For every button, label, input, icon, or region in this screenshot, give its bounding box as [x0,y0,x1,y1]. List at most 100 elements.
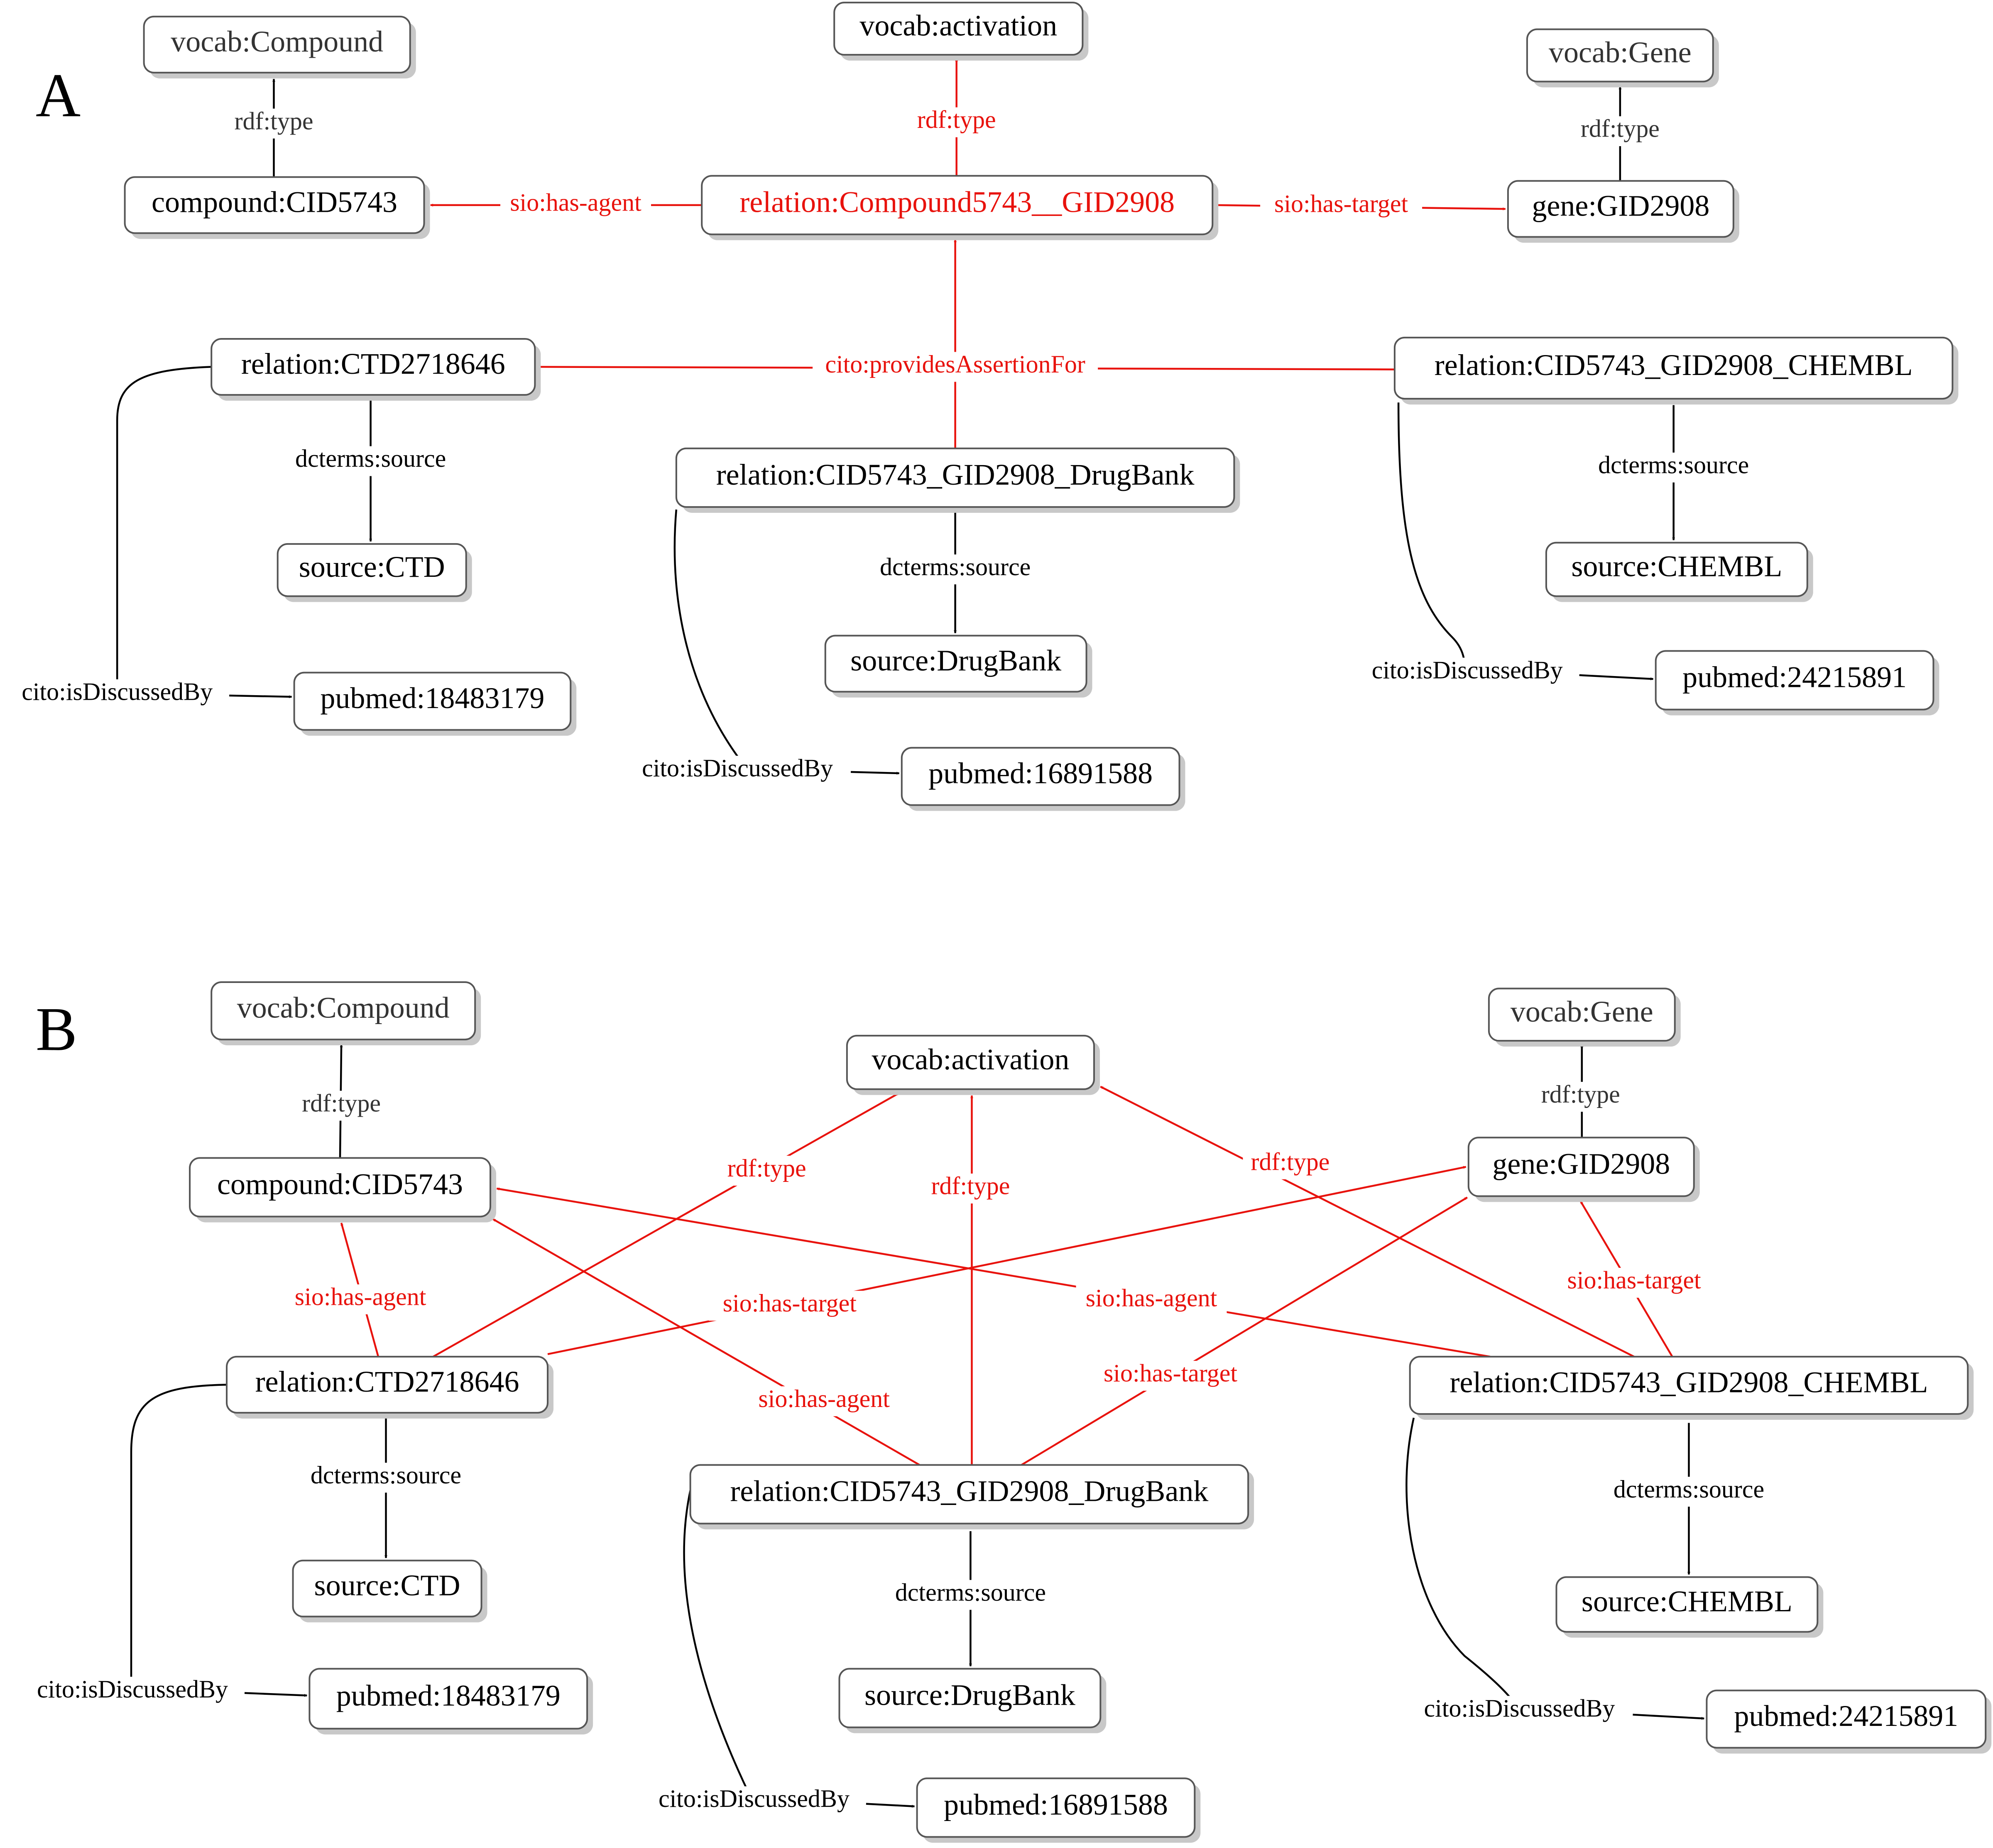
edge-curve [1397,402,1466,670]
node-box [189,1157,491,1218]
panel-b-label-b-disc-drugbank: cito:isDiscussedBy [659,1785,850,1812]
edge-label-bg [719,1156,814,1186]
panel-b-letter: B [36,995,77,1064]
panel-b-node-src-ctd: source:CTD [292,1559,487,1623]
edge-line [1021,1196,1468,1466]
panel-b-node-vocab-activation: vocab:activation [846,1034,1100,1095]
edge-label-bg [1243,1149,1338,1179]
node-box [1393,336,1954,400]
node-label: relation:CID5743_GID2908_DrugBank [716,458,1195,491]
panel-a-node-src-drugbank: source:DrugBank [824,635,1092,698]
panel-a-node-relation-main: relation:Compound5743__GID2908 [701,175,1219,240]
node-box [833,2,1084,56]
node-box [143,15,411,74]
panel-b-edge-b-disc-drugbank [683,1490,915,1808]
panel-letters: AB [36,61,81,1064]
edge-line [244,1692,307,1697]
node-label: vocab:Compound [171,25,383,58]
panel-b-node-src-chembl: source:CHEMBL [1555,1576,1824,1638]
node-label: source:CHEMBL [1582,1585,1792,1618]
edge-label-bg [500,190,651,220]
edge-label-bg [226,108,321,139]
node-box [211,981,476,1041]
panel-a-label-a-rdf-gene: rdf:type [1581,115,1660,142]
edge-curve [130,1384,227,1692]
panel-a-node-rel-ctd: relation:CTD2718646 [211,338,541,401]
panel-a-node-vocab-compound: vocab:Compound [143,15,416,78]
panel-a-label-a-src-ctd: dcterms:source [295,445,446,472]
panel-b-edge-b-disc-ctd [130,1384,307,1697]
panel-a-node-rel-chembl: relation:CID5743_GID2908_CHEMBL [1393,336,1959,405]
panel-b-label-b-disc-ctd: cito:isDiscussedBy [37,1675,228,1703]
edge-label-bg [294,1091,389,1121]
panel-b-label-b-target-drugbank: sio:has-target [1104,1360,1237,1387]
node-label: pubmed:24215891 [1734,1699,1958,1733]
edge-label-bg [813,352,1098,382]
edge-line [866,1803,915,1808]
node-box [1526,28,1714,83]
panel-b-edge-b-agent-drugbank [492,1218,920,1466]
node-label: relation:CID5743_GID2908_DrugBank [730,1475,1208,1508]
node-box [1488,988,1676,1042]
edge-label-bg [305,1463,467,1493]
edge-line [1100,1086,1635,1358]
panel-b-node-rel-ctd: relation:CTD2718646 [226,1355,554,1419]
panel-b-edge-b-target-drugbank [1021,1196,1468,1466]
edge-line [1579,674,1654,681]
edge-line [547,1166,1467,1355]
node-box [277,543,467,597]
edge-label-bg [909,107,1004,137]
panel-b-label-b-src-drugbank: dcterms:source [895,1578,1046,1606]
panel-a-node-rel-drugbank: relation:CID5743_GID2908_DrugBank [675,447,1240,513]
panel-b-node-compound: compound:CID5743 [189,1157,496,1223]
panel-a-edge-a-disc-ctd [116,366,292,699]
panel-a-label-a-disc-drugbank: cito:isDiscussedBy [642,755,833,782]
panel-b-label-b-disc-chembl: cito:isDiscussedBy [1424,1694,1615,1722]
node-box [916,1777,1196,1838]
edge-curve [1405,1417,1519,1711]
panel-a-label-a-provides: cito:providesAssertionFor [825,350,1085,378]
panel-b-node-pm-drugbank: pubmed:16891588 [916,1777,1201,1843]
panel-b-label-b-agent-chembl: sio:has-agent [1086,1284,1217,1312]
panel-b-node-pm-ctd: pubmed:18483179 [308,1668,593,1735]
node-box [124,176,425,234]
node-label: source:CTD [299,550,445,583]
node-label: pubmed:16891588 [944,1788,1168,1821]
panel-a-node-pm-drugbank: pubmed:16891588 [901,747,1185,811]
panel-b-label-b-rdf-ctd: rdf:type [727,1154,806,1182]
panel-a-label-a-src-chembl: dcterms:source [1598,451,1749,479]
panel-b-label-b-agent-drugbank: sio:has-agent [758,1385,890,1412]
node-box [1467,1137,1695,1197]
node-label: source:CHEMBL [1571,550,1782,583]
node-box [293,672,572,731]
node-label: compound:CID5743 [152,185,397,218]
panel-a-letter: A [36,61,81,130]
node-label: relation:Compound5743__GID2908 [739,185,1175,218]
node-label: vocab:Gene [1511,995,1653,1028]
edge-label-bg [749,1386,900,1417]
node-box [701,175,1214,235]
node-label: source:DrugBank [850,644,1061,677]
node-label: source:CTD [314,1569,460,1602]
edge-curve [116,366,212,694]
node-label: relation:CTD2718646 [241,347,505,380]
node-box [1655,650,1934,711]
node-box [226,1355,549,1414]
edge-label-bg [14,679,221,709]
panel-b-edge-b-rdf-chembl [1100,1086,1635,1358]
edge-label-bg [1592,452,1755,483]
panel-a-label-a-rdf-compound: rdf:type [235,107,313,135]
node-box [689,1464,1249,1524]
node-label: relation:CTD2718646 [255,1365,519,1398]
edge-label-bg [923,1173,1018,1203]
edge-label-bg [650,1786,857,1816]
node-label: vocab:activation [872,1043,1070,1076]
panel-b-label-b-rdf-compound: rdf:type [302,1089,381,1117]
node-label: source:DrugBank [864,1678,1075,1711]
panel-a-edge-a-disc-drugbank [673,509,900,775]
panel-b-edge-b-rdf-ctd [432,1092,900,1358]
panel-b-label-b-rdf-gene: rdf:type [1541,1081,1620,1108]
node-box [1409,1355,1969,1415]
node-label: pubmed:16891588 [928,757,1153,790]
